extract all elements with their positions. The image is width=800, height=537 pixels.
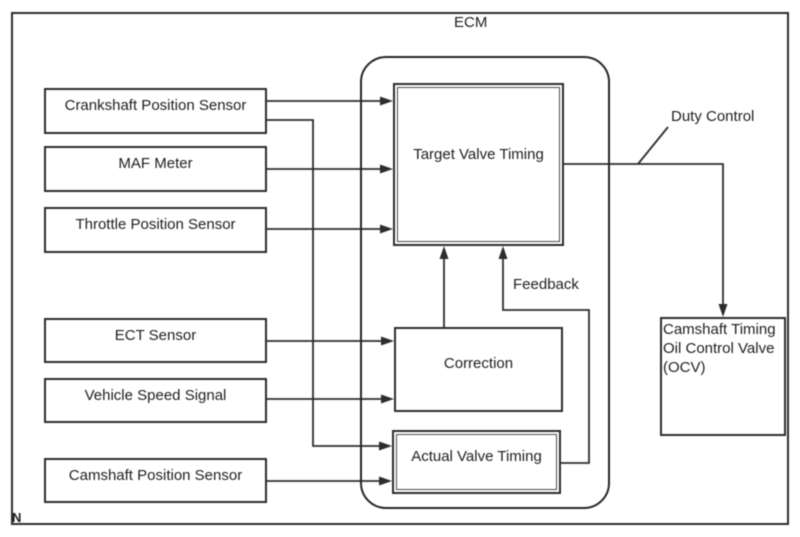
node-correction: Correction <box>394 327 563 412</box>
arrowhead-feedback <box>498 246 508 259</box>
arrowhead-throttle-target <box>380 224 393 234</box>
node-label: Camshaft Position Sensor <box>68 466 243 484</box>
node-label: Actual Valve Timing <box>411 448 542 465</box>
node-label: Vehicle Speed Signal <box>84 386 227 404</box>
node-vehicle-speed-signal: Vehicle Speed Signal <box>44 378 267 423</box>
node-label: Crankshaft Position Sensor <box>64 97 247 114</box>
node-label: MAF Meter <box>118 155 193 172</box>
node-camshaft-position-sensor: Camshaft Position Sensor <box>44 458 267 503</box>
arrowhead-correction-target <box>439 246 449 259</box>
arrowhead-vss-correction <box>381 394 394 404</box>
node-label: Correction <box>443 354 514 372</box>
arrowhead-crankshaft-actual <box>379 441 392 451</box>
node-label: ECT Sensor <box>114 326 197 344</box>
node-ect-sensor: ECT Sensor <box>44 318 267 363</box>
arrowhead-ect-correction <box>381 336 394 346</box>
node-label: Target Valve Timing <box>413 145 544 163</box>
edge-target-ocv-duty <box>564 163 724 305</box>
node-target-valve-timing: Target Valve Timing <box>393 83 564 246</box>
node-camshaft-timing-oil-control-valve: Camshaft Timing Oil Control Valve (OCV) <box>660 317 786 436</box>
duty-control-label: Duty Control <box>671 108 755 125</box>
node-crankshaft-position-sensor: Crankshaft Position Sensor <box>44 88 267 134</box>
arrowhead-crankshaft-target <box>380 96 393 106</box>
ecm-container-outline <box>360 56 610 509</box>
node-label: Camshaft Timing Oil Control Valve (OCV) <box>663 321 776 376</box>
arrowhead-duty <box>718 304 728 317</box>
node-label: Throttle Position Sensor <box>75 216 236 233</box>
node-throttle-position-sensor: Throttle Position Sensor <box>44 207 267 253</box>
edge-actual-target-feedback <box>502 258 590 464</box>
duty-label-leader-line <box>637 126 669 165</box>
node-maf-meter: MAF Meter <box>44 146 267 192</box>
corner-note: N <box>12 510 22 525</box>
feedback-label: Feedback <box>513 276 579 293</box>
edge-crankshaft-actual <box>267 119 380 447</box>
ecm-title: ECM <box>454 14 488 31</box>
node-actual-valve-timing: Actual Valve Timing <box>392 430 561 494</box>
figure-border <box>11 12 789 525</box>
arrowhead-maf-target <box>380 164 393 174</box>
double-border <box>397 87 560 242</box>
